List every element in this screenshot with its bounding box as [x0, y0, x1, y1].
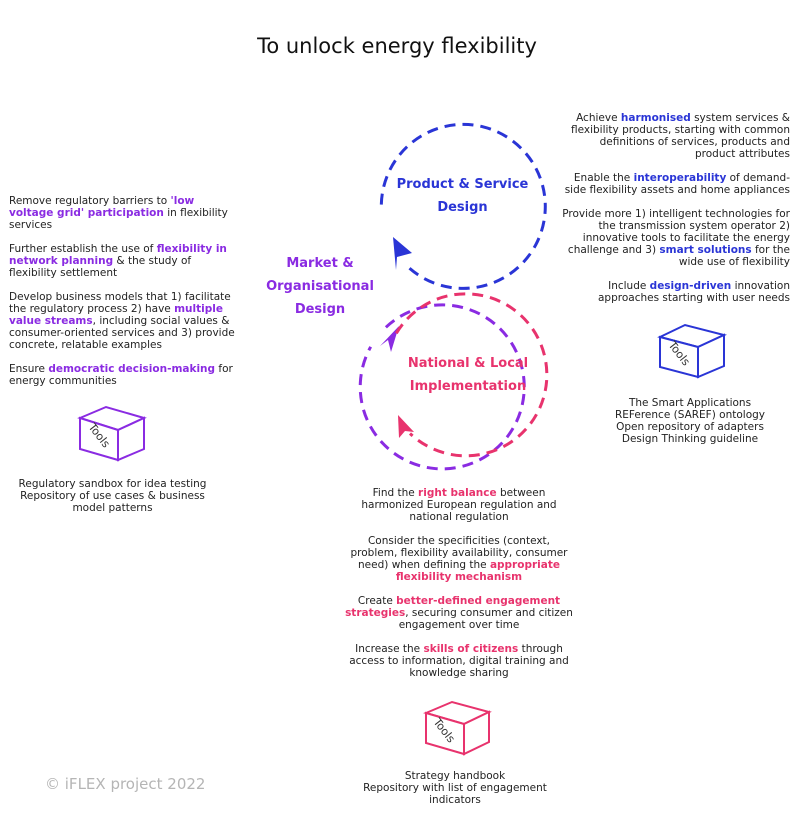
national-arrow-icon [398, 415, 414, 438]
market-organisational-tools: Regulatory sandbox for idea testing Repo… [10, 478, 215, 514]
tool-item: model patterns [72, 502, 153, 514]
action-item: Enable the interoperability of demand-si… [564, 172, 790, 196]
product-arrow-icon [393, 237, 412, 270]
action-item: Develop business models that 1) facilita… [9, 291, 235, 351]
market-organisational-label: Market & Organisational Design [266, 256, 374, 317]
product-cycle-arc [379, 122, 547, 290]
product-service-label: Product & Service Design [396, 177, 529, 215]
product-service-tools: The Smart Applications REFerence (SAREF)… [600, 397, 780, 445]
national-local-label: National & Local Implementation [407, 356, 529, 394]
action-item: Further establish the use of flexibility… [9, 243, 227, 279]
tool-item: Repository with list of engagement [363, 782, 547, 794]
tool-item: The Smart Applications [628, 397, 752, 409]
action-item: Provide more 1) intelligent technologies… [562, 208, 790, 268]
action-item: Achieve harmonised system services & fle… [570, 112, 790, 160]
market-cycle-arc [358, 303, 526, 471]
tool-item: Regulatory sandbox for idea testing [18, 478, 207, 490]
market-organisational-actions: Remove regulatory barriers to 'low volta… [9, 195, 241, 399]
tools-box-icon [657, 323, 727, 379]
action-item: Consider the specificities (context, pro… [350, 535, 568, 583]
tool-item: REFerence (SAREF) ontology [614, 409, 765, 421]
national-local-tools: Strategy handbook Repository with list o… [350, 770, 560, 806]
tools-box-icon [77, 405, 147, 462]
tool-item: Repository of use cases & business [20, 490, 205, 502]
tool-item: Design Thinking guideline [621, 433, 759, 445]
tool-item: indicators [429, 794, 481, 806]
action-item: Ensure democratic decision-making for en… [9, 363, 233, 387]
tools-box-icon [423, 700, 492, 756]
action-item: Include design-driven innovation approac… [598, 280, 790, 304]
action-item: Find the right balance between harmonize… [361, 487, 557, 523]
action-item: Create better-defined engagement strateg… [345, 595, 573, 631]
market-arrow-icon [380, 326, 399, 352]
product-service-actions: Achieve harmonised system services & fle… [560, 112, 790, 316]
national-local-actions: Find the right balance between harmonize… [345, 487, 573, 691]
copyright-footer: © iFLEX project 2022 [45, 775, 206, 793]
action-item: Remove regulatory barriers to 'low volta… [9, 195, 228, 231]
action-item: Increase the skills of citizens through … [349, 643, 569, 679]
page-title: To unlock energy flexibility [257, 34, 537, 58]
tool-item: Open repository of adapters [616, 421, 764, 433]
national-cycle-arc [395, 292, 549, 458]
tool-item: Strategy handbook [404, 770, 506, 782]
